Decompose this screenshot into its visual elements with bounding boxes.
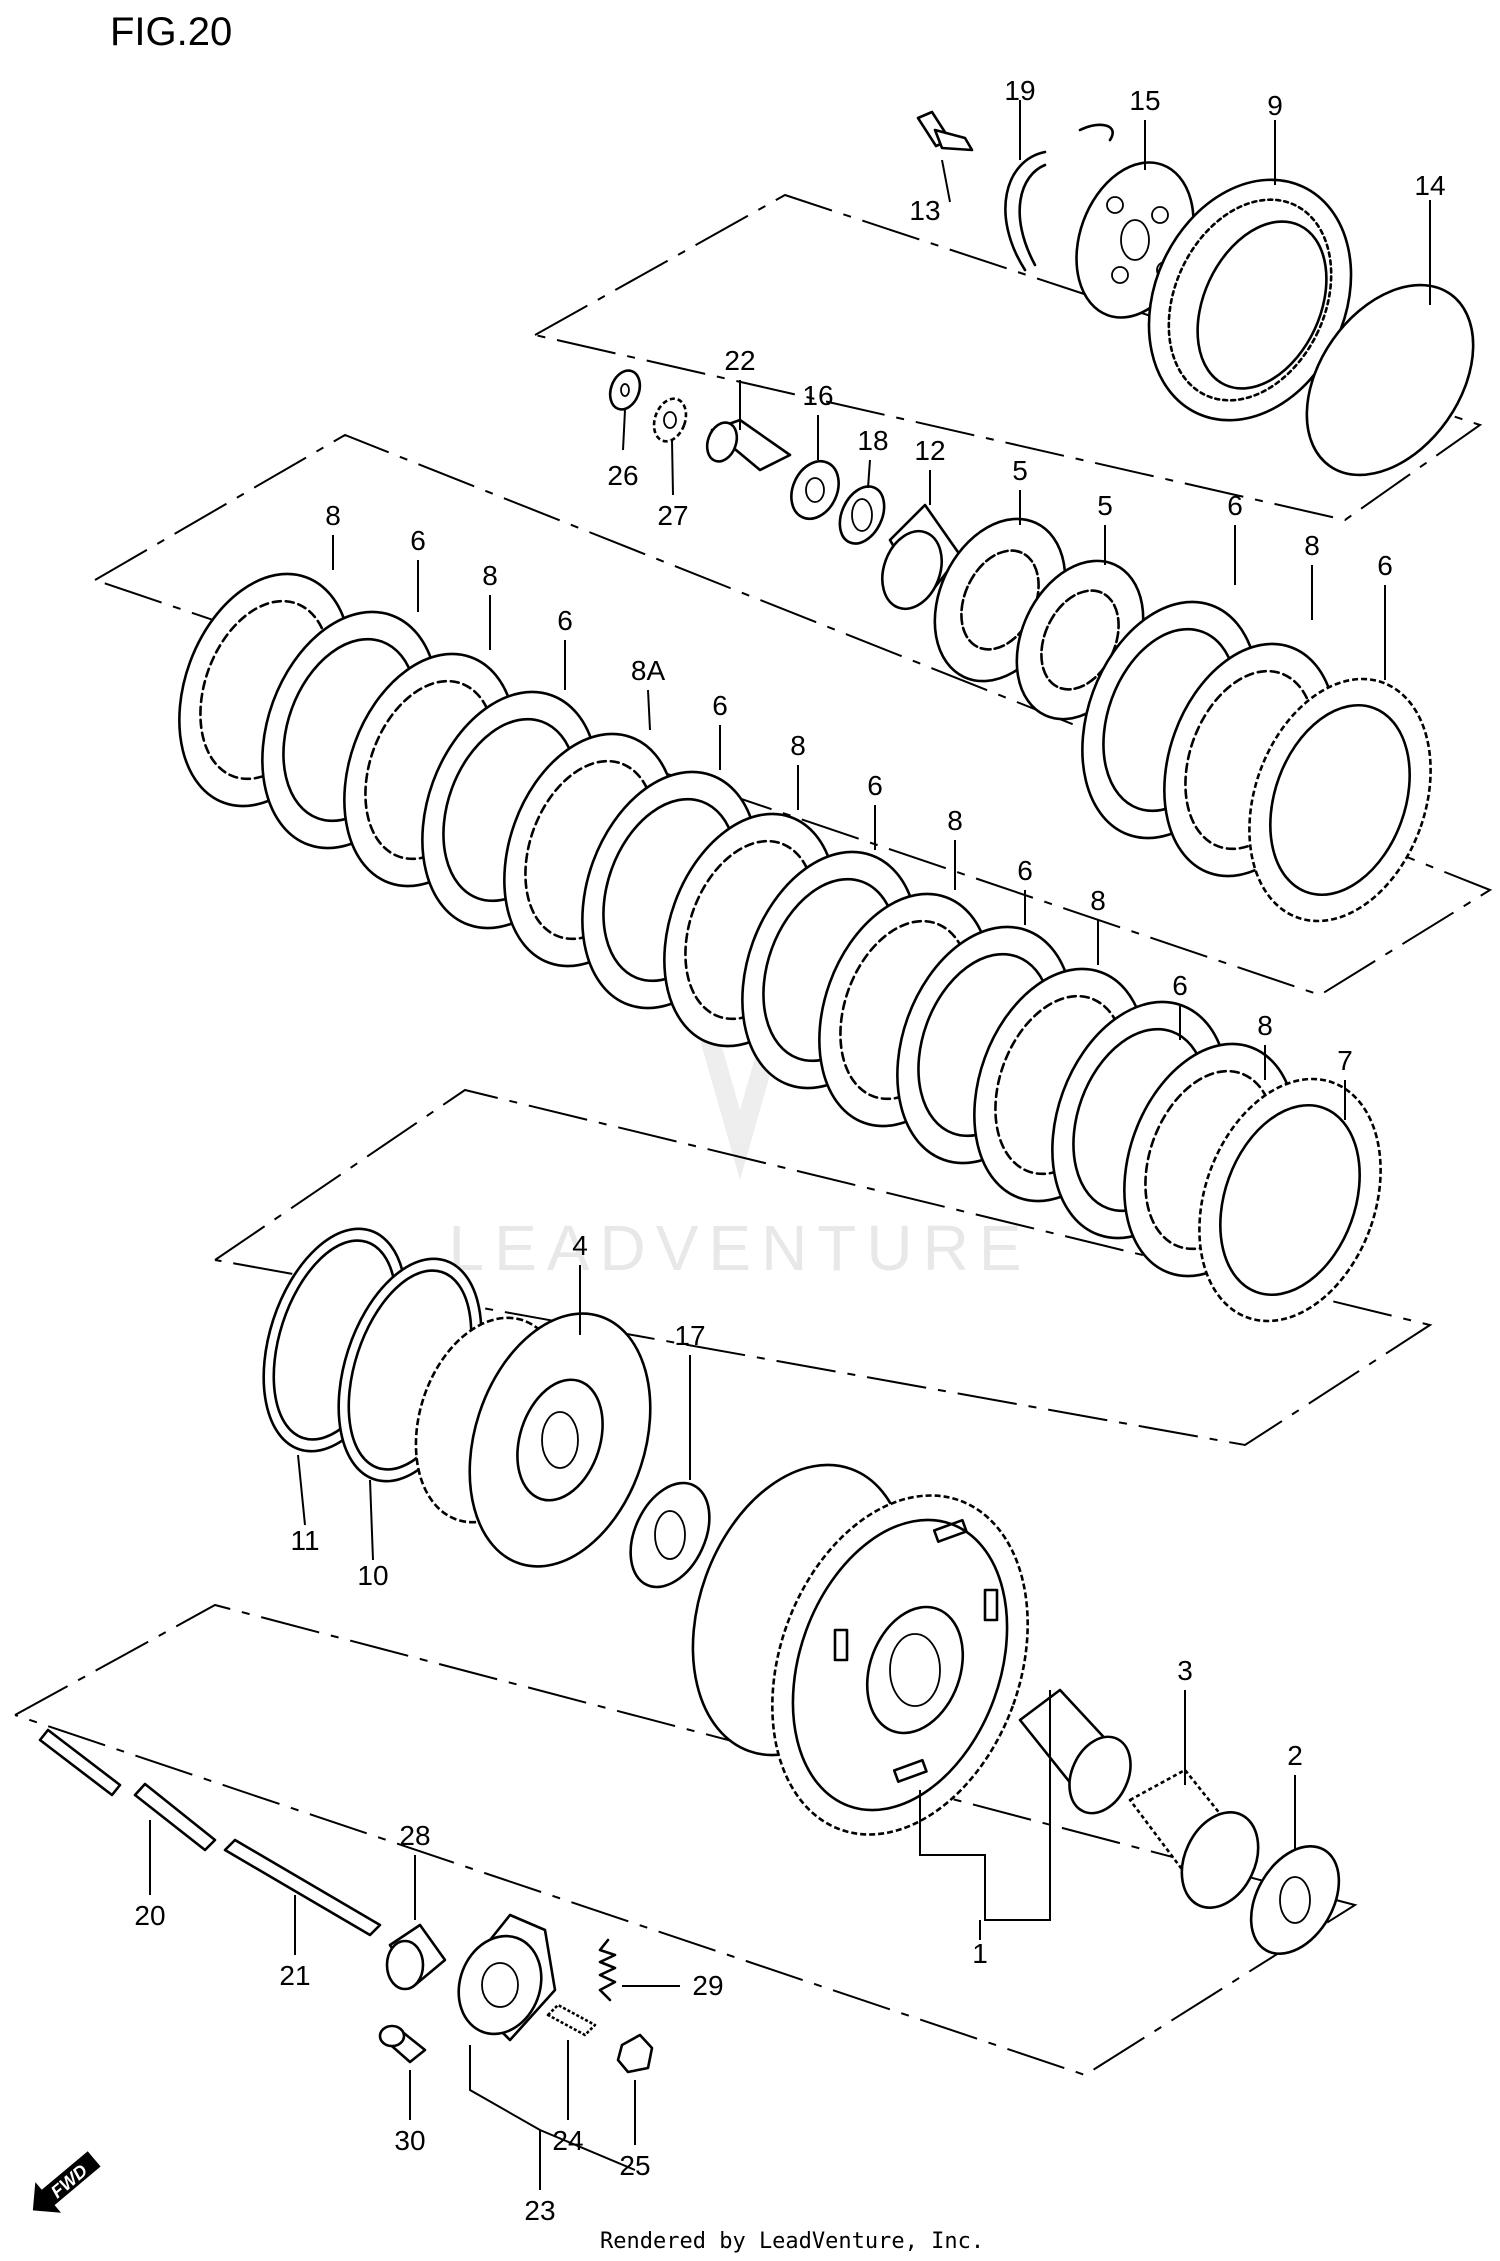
callout-8A: 8A bbox=[631, 655, 666, 686]
callout-25: 25 bbox=[619, 2150, 650, 2181]
callout-7: 7 bbox=[1337, 1045, 1353, 1076]
watermark-logo: LEADVENTURE bbox=[449, 1040, 1032, 1284]
callout-17: 17 bbox=[674, 1320, 705, 1351]
callout-1: 1 bbox=[972, 1938, 988, 1969]
callout-8-b: 8 bbox=[482, 560, 498, 591]
callout-5-a: 5 bbox=[1012, 455, 1028, 486]
part-17-washer bbox=[629, 1481, 711, 1589]
callout-22: 22 bbox=[724, 345, 755, 376]
assembly-box-plates bbox=[94, 433, 1493, 997]
part-3-needle-bearing bbox=[1128, 1768, 1260, 1909]
callout-6-h: 6 bbox=[1377, 550, 1393, 581]
part-23-release-arm bbox=[457, 1913, 557, 2042]
callout-8-g: 8 bbox=[1304, 530, 1320, 561]
callout-8-d: 8 bbox=[947, 805, 963, 836]
assembly-box-release bbox=[14, 1603, 1358, 2077]
part-22-bolt bbox=[705, 418, 792, 472]
callout-16: 16 bbox=[802, 380, 833, 411]
plate-7-judder bbox=[1198, 1077, 1382, 1323]
callout-4: 4 bbox=[572, 1230, 588, 1261]
callout-29: 29 bbox=[692, 1970, 723, 2001]
part-29-spring bbox=[598, 1938, 617, 2002]
callout-6-f: 6 bbox=[1172, 970, 1188, 1001]
callout-8-f: 8 bbox=[1257, 1010, 1273, 1041]
callout-21: 21 bbox=[279, 1960, 310, 1991]
part-30-bolt bbox=[378, 2024, 427, 2064]
callout-10: 10 bbox=[357, 1560, 388, 1591]
callout-labels: 1 2 3 4 5 5 6 6 6 6 6 6 6 6 7 8 8 8 8 8 … bbox=[134, 75, 1445, 2226]
callout-14: 14 bbox=[1414, 170, 1445, 201]
part-4-pressure-plate bbox=[414, 1312, 652, 1568]
part-28-piece bbox=[385, 1923, 447, 1991]
plate-6-h-friction bbox=[1248, 677, 1432, 923]
callout-30: 30 bbox=[394, 2125, 425, 2156]
part-19-circlip bbox=[1004, 150, 1047, 272]
callout-24: 24 bbox=[552, 2125, 583, 2156]
callout-6-g: 6 bbox=[1227, 490, 1243, 521]
assembly-box-hub bbox=[214, 1088, 1433, 1447]
callout-6-a: 6 bbox=[410, 525, 426, 556]
assembly-box-top bbox=[534, 193, 1483, 522]
watermark-text: LEADVENTURE bbox=[449, 1212, 1032, 1284]
leader-lines bbox=[149, 100, 1431, 2190]
callout-9: 9 bbox=[1267, 90, 1283, 121]
part-21-push-rod bbox=[223, 1838, 382, 1937]
callout-26: 26 bbox=[607, 460, 638, 491]
fwd-arrow-icon: FWD bbox=[32, 2151, 101, 2213]
plate-stack bbox=[178, 572, 1432, 1323]
callout-6-b: 6 bbox=[557, 605, 573, 636]
callout-3: 3 bbox=[1177, 1655, 1193, 1686]
callout-8-a: 8 bbox=[325, 500, 341, 531]
part-27-lock-washer bbox=[652, 397, 688, 443]
part-18-washer bbox=[838, 485, 886, 545]
callout-20: 20 bbox=[134, 1900, 165, 1931]
callout-8-c: 8 bbox=[790, 730, 806, 761]
part-3-sleeve bbox=[1018, 1688, 1132, 1815]
callout-5-b: 5 bbox=[1097, 490, 1113, 521]
callout-23: 23 bbox=[524, 2195, 555, 2226]
callout-2: 2 bbox=[1287, 1740, 1303, 1771]
callout-12: 12 bbox=[914, 435, 945, 466]
part-9-clutch-plate-ring bbox=[1147, 178, 1353, 422]
part-20-push-rod bbox=[38, 1728, 217, 1852]
callout-28: 28 bbox=[399, 1820, 430, 1851]
part-1-clutch-housing bbox=[691, 1463, 1029, 1836]
callout-19: 19 bbox=[1004, 75, 1035, 106]
part-24-stud bbox=[546, 2003, 597, 2037]
callout-6-c: 6 bbox=[712, 690, 728, 721]
callout-6-e: 6 bbox=[1017, 855, 1033, 886]
callout-27: 27 bbox=[657, 500, 688, 531]
callout-18: 18 bbox=[857, 425, 888, 456]
part-13-screw bbox=[916, 110, 974, 152]
part-16-nut bbox=[790, 459, 840, 521]
callout-11: 11 bbox=[290, 1525, 319, 1556]
part-26-washer bbox=[608, 369, 642, 411]
footer-credit: Rendered by LeadVenture, Inc. bbox=[600, 2229, 984, 2254]
part-14-wire-ring bbox=[1305, 283, 1475, 477]
callout-13: 13 bbox=[909, 195, 940, 226]
callout-15: 15 bbox=[1129, 85, 1160, 116]
callout-6-d: 6 bbox=[867, 770, 883, 801]
figure-title: FIG.20 bbox=[110, 10, 232, 54]
part-25-nut bbox=[616, 2033, 654, 2074]
part-2-thrust-washer bbox=[1249, 1844, 1341, 1956]
callout-8-e: 8 bbox=[1090, 885, 1106, 916]
